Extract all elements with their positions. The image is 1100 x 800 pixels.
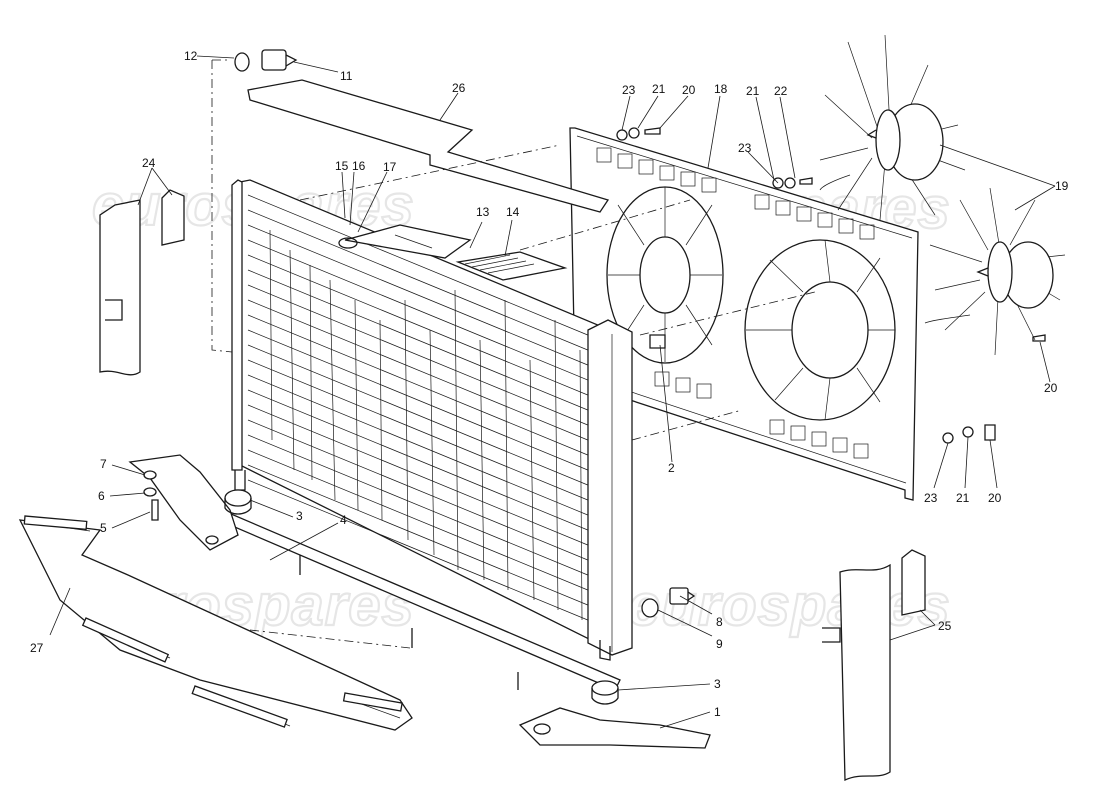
watermark: eurospares <box>628 573 951 638</box>
callout-17: 18 <box>714 82 728 96</box>
fastener-group-bottom-right <box>942 424 996 444</box>
top-cover <box>247 79 610 213</box>
callout-1: 1 <box>714 705 721 719</box>
callout-10: 11 <box>340 69 353 83</box>
washer-9 <box>641 598 659 618</box>
callout-15: 16 <box>352 159 366 173</box>
callout-20: 20 <box>682 83 696 97</box>
screw-19 <box>1032 334 1046 342</box>
radiator-core <box>231 179 633 661</box>
callout-26: 26 <box>452 81 466 95</box>
washer-11 <box>234 52 250 72</box>
mount-bracket-left <box>128 454 239 551</box>
callout-23: 23 <box>738 141 752 155</box>
switch-10 <box>261 49 298 71</box>
callout-25: 25 <box>938 619 952 633</box>
callout-9: 9 <box>716 637 723 651</box>
callout-18: 19 <box>1055 179 1069 193</box>
callout-7: 7 <box>100 457 107 471</box>
electric-fan-lower <box>924 187 1066 356</box>
washer-6 <box>143 487 157 497</box>
callout-22: 22 <box>774 84 788 98</box>
lower-spoiler <box>18 515 413 731</box>
callout-4: 4 <box>340 513 347 527</box>
rubber-mount-lower <box>591 680 619 705</box>
side-baffle-left <box>99 189 185 376</box>
callout-3: 3 <box>714 677 721 691</box>
sensor-8 <box>669 587 696 605</box>
fan-shroud-frame <box>569 127 919 501</box>
callout-19: 20 <box>1044 381 1058 395</box>
fan-ring-right <box>744 239 896 421</box>
mount-bracket-right <box>518 707 711 749</box>
rubber-mount-upper <box>224 489 252 515</box>
callout-12: 13 <box>476 205 490 219</box>
callout-21: 21 <box>956 491 970 505</box>
callout-23: 23 <box>622 83 636 97</box>
callout-21: 21 <box>746 84 760 98</box>
callout-11: 12 <box>184 49 198 63</box>
callout-20: 20 <box>988 491 1002 505</box>
callout-16: 17 <box>383 160 397 174</box>
callout-27: 27 <box>30 641 44 655</box>
fastener-group-top-left <box>616 127 661 141</box>
callout-labels: 12 11 26 24 15 16 17 13 14 23 21 20 18 2… <box>30 49 1069 719</box>
screw-5 <box>151 499 159 521</box>
callout-23: 23 <box>924 491 938 505</box>
shroud-window-row <box>596 147 875 459</box>
callout-6: 6 <box>98 489 105 503</box>
callout-8: 8 <box>716 615 723 629</box>
callout-21: 21 <box>652 82 666 96</box>
nut-7 <box>143 470 157 480</box>
side-baffle-right <box>822 549 926 782</box>
callout-5: 5 <box>100 521 107 535</box>
support-studs <box>299 555 519 690</box>
callout-3: 3 <box>296 509 303 523</box>
callout-2: 2 <box>668 461 675 475</box>
callout-14: 15 <box>335 159 349 173</box>
callout-13: 14 <box>506 205 520 219</box>
callout-24: 24 <box>142 156 156 170</box>
hose-fitting-2 <box>649 334 666 349</box>
leader-lines <box>49 55 1056 729</box>
electric-fan-upper <box>819 34 966 221</box>
fan-ring-left <box>606 186 724 364</box>
